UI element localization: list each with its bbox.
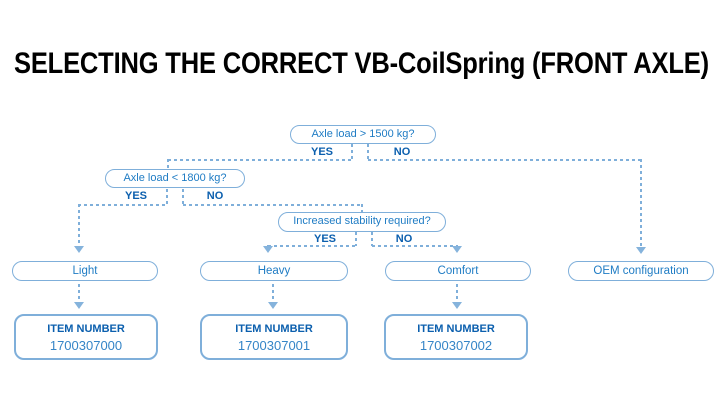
item-number-value: 1700307000 [49, 338, 123, 353]
connector-q1-yes-stub [351, 144, 353, 160]
outcome-comfort: Comfort [385, 261, 531, 281]
arrow-down-icon [452, 246, 462, 253]
connector-to-light [78, 204, 80, 247]
connector-to-q2 [167, 159, 169, 170]
outcome-light: Light [12, 261, 158, 281]
page-title: SELECTING THE CORRECT VB-CoilSpring (FRO… [14, 47, 709, 80]
item-number-value: 1700307002 [419, 338, 493, 353]
yes-label: YES [124, 190, 147, 202]
arrow-down-icon [263, 246, 273, 253]
no-label: NO [395, 233, 413, 245]
connector-q2-no-h [183, 204, 363, 206]
item-number-heading: ITEM NUMBER [235, 323, 313, 335]
outcome-heavy: Heavy [200, 261, 348, 281]
arrow-down-icon [74, 302, 84, 309]
connector-to-q3 [361, 204, 363, 213]
item-number-box-heavy: ITEM NUMBER 1700307001 [200, 314, 348, 360]
yes-label: YES [313, 233, 336, 245]
arrow-down-icon [452, 302, 462, 309]
connector-to-oem [640, 159, 642, 248]
connector-q2-yes-h [78, 204, 167, 206]
connector-q2-no-stub [182, 189, 184, 205]
item-number-heading: ITEM NUMBER [417, 323, 495, 335]
item-number-value: 1700307001 [237, 338, 311, 353]
connector-heavy-to-item [272, 284, 274, 303]
no-label: NO [206, 190, 224, 202]
decision-increased-stability: Increased stability required? [278, 212, 446, 232]
connector-q3-no-stub [371, 232, 373, 246]
outcome-oem-configuration: OEM configuration [568, 261, 714, 281]
decision-axle-load-1800: Axle load < 1800 kg? [105, 169, 245, 188]
connector-q3-yes-h [268, 245, 356, 247]
connector-q1-no-stub [367, 144, 369, 160]
item-number-box-light: ITEM NUMBER 1700307000 [14, 314, 158, 360]
connector-q1-no-h [368, 159, 642, 161]
arrow-down-icon [636, 247, 646, 254]
item-number-box-comfort: ITEM NUMBER 1700307002 [384, 314, 528, 360]
connector-q2-yes-stub [166, 189, 168, 205]
arrow-down-icon [268, 302, 278, 309]
connector-light-to-item [78, 284, 80, 303]
decision-axle-load-1500: Axle load > 1500 kg? [290, 125, 436, 144]
connector-q3-no-h [372, 245, 457, 247]
no-label: NO [393, 146, 411, 158]
yes-label: YES [310, 146, 333, 158]
arrow-down-icon [74, 246, 84, 253]
connector-q1-yes-h [168, 159, 352, 161]
item-number-heading: ITEM NUMBER [47, 323, 125, 335]
connector-comfort-to-item [456, 284, 458, 303]
connector-q3-yes-stub [355, 232, 357, 246]
